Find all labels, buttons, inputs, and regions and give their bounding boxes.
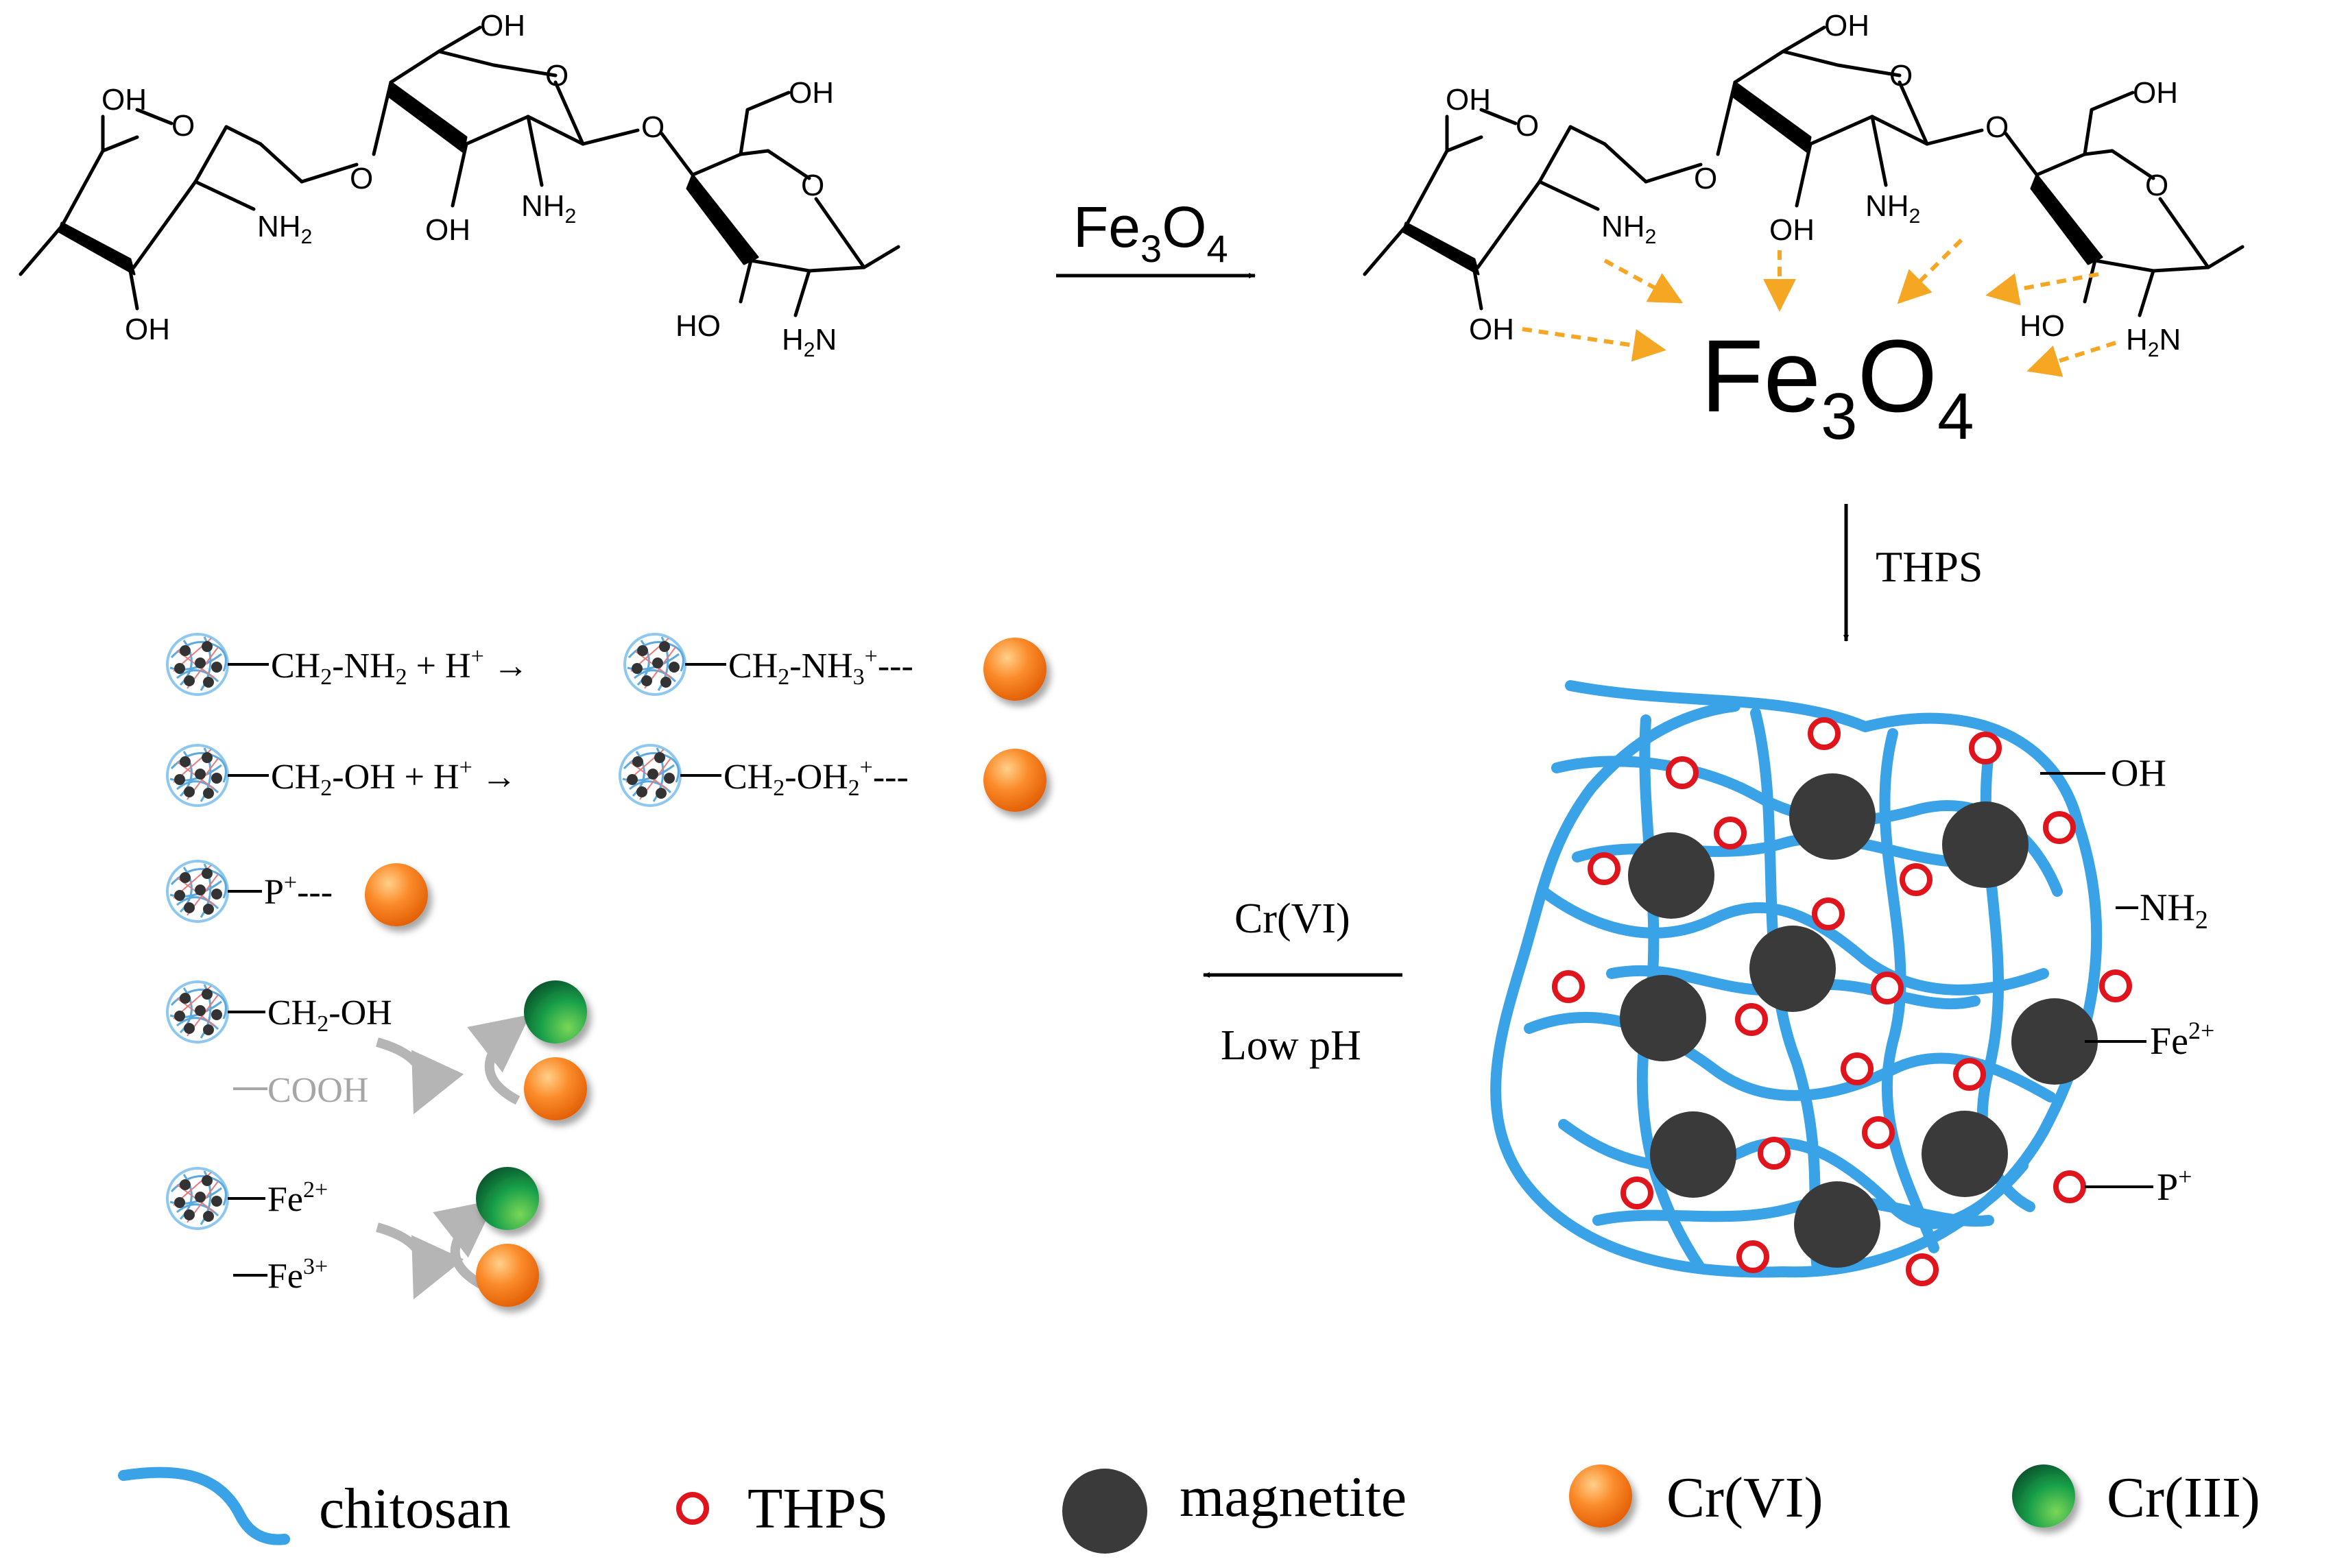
svg-text:CH2-OH + H+ →: CH2-OH + H+ → xyxy=(271,755,517,801)
svg-text:CH2-OH2+---: CH2-OH2+--- xyxy=(723,755,909,801)
fe3o4-core-label: Fe3O4 xyxy=(1701,318,1974,453)
reagent-low-ph-label: Low pH xyxy=(1221,1022,1361,1069)
chitosan-structure-right xyxy=(1365,9,2242,361)
red-ring-icon xyxy=(676,1492,709,1525)
svg-text:CH2-NH2 + H+ →: CH2-NH2 + H+ → xyxy=(271,644,529,690)
legend-label-cr-vi: Cr(VI) xyxy=(1666,1466,1823,1530)
chitosan-line-icon xyxy=(118,1467,290,1545)
svg-text:CH2-OH: CH2-OH xyxy=(267,993,392,1037)
svg-text:Fe3+: Fe3+ xyxy=(267,1254,328,1296)
reagent-fe3o4-label: Fe3O4 xyxy=(1073,195,1228,270)
mechanism-row-4: CH2-OH COOH xyxy=(166,980,587,1120)
legend-label-magnetite: magnetite xyxy=(1180,1465,1407,1529)
svg-text:Fe2+: Fe2+ xyxy=(267,1177,328,1219)
mechanism-row-5: Fe2+ Fe3+ xyxy=(166,1167,539,1307)
svg-text:P+---: P+--- xyxy=(264,870,333,912)
bead-label-oh: OH xyxy=(2111,752,2166,795)
mechanism-row-2: CH2-OH + H+ → CH2-OH2+--- xyxy=(166,744,1046,812)
orange-sphere-icon xyxy=(1569,1464,1632,1528)
legend: chitosan THPS magnetite Cr(VI) Cr(III) xyxy=(118,1464,2260,1554)
arrow-cr-vi-low-ph: Cr(VI) Low pH xyxy=(1203,895,1402,1069)
dark-sphere-icon xyxy=(1062,1469,1147,1554)
svg-text:COOH: COOH xyxy=(267,1071,368,1110)
green-sphere-icon xyxy=(2012,1464,2075,1528)
legend-label-thps: THPS xyxy=(747,1477,888,1541)
legend-label-cr-iii: Cr(III) xyxy=(2107,1466,2260,1530)
svg-text:Fe2+: Fe2+ xyxy=(2150,1017,2214,1063)
reagent-cr-vi-label: Cr(VI) xyxy=(1234,895,1350,942)
chitosan-structure-left xyxy=(21,9,898,361)
arrow-thps: THPS xyxy=(1843,504,1983,642)
svg-text:NH2: NH2 xyxy=(2140,886,2208,934)
mechanism-row-1: CH2-NH2 + H+ → CH2-NH3+--- xyxy=(166,633,1046,701)
reagent-thps-label: THPS xyxy=(1876,542,1983,591)
svg-text:CH2-NH3+---: CH2-NH3+--- xyxy=(728,644,913,690)
magnetic-chitosan-bead: OH NH2 Fe2+ P+ xyxy=(1490,680,2214,1286)
mechanism-row-3: P+--- xyxy=(166,860,428,926)
svg-text:P+: P+ xyxy=(2157,1163,2192,1209)
legend-label-chitosan: chitosan xyxy=(319,1477,511,1541)
coordination-arrows xyxy=(1522,238,2116,377)
arrow-fe3o4: Fe3O4 xyxy=(1056,195,1256,278)
